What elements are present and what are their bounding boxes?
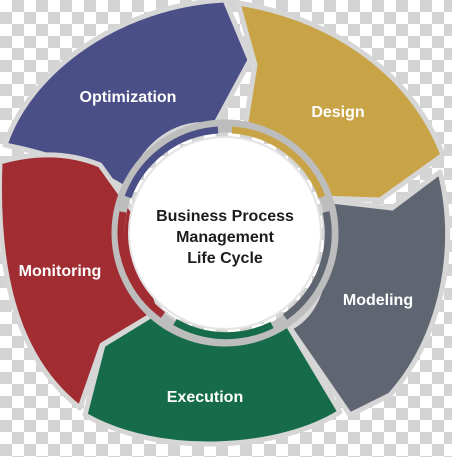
design-inner-arc — [231, 126, 326, 199]
center-hub — [128, 136, 322, 330]
monitoring-inner-arc — [117, 211, 166, 318]
optimization-inner-arc — [124, 126, 219, 199]
monitoring-label: Monitoring — [19, 263, 102, 280]
center-title-line-1: Business Process — [156, 208, 294, 225]
optimization-label: Optimization — [80, 89, 177, 106]
design-label: Design — [311, 104, 364, 121]
center-title-line-3: Life Cycle — [187, 250, 263, 267]
execution-inner-arc — [173, 318, 274, 340]
center-title-line-2: Management — [176, 229, 274, 246]
modeling-inner-arc — [282, 211, 332, 320]
execution-label: Execution — [167, 389, 243, 406]
modeling-label: Modeling — [343, 292, 413, 309]
